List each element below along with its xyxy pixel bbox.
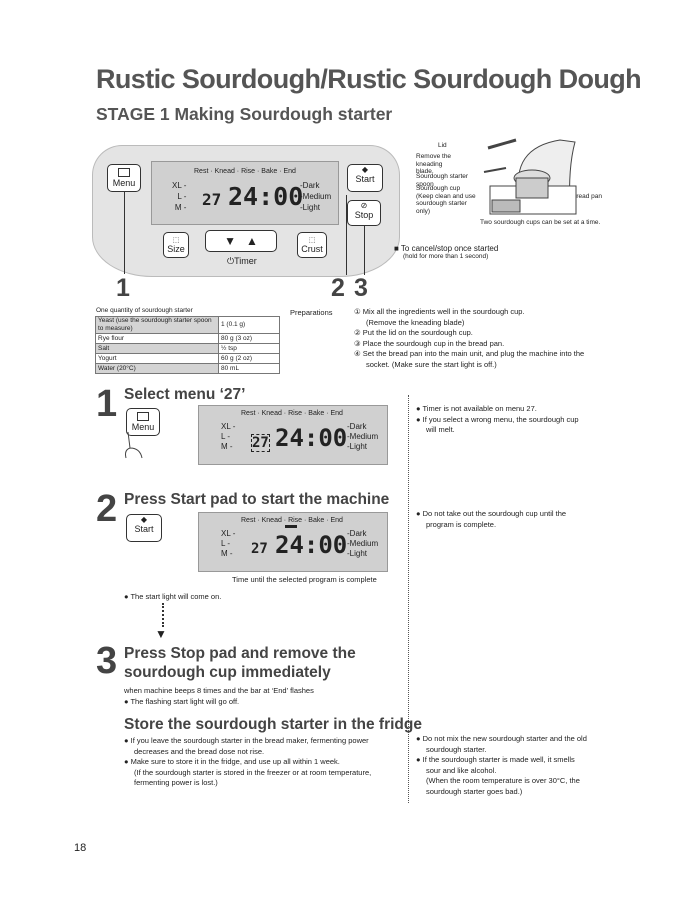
step-3-bullet: ● The flashing start light will go off. — [124, 697, 240, 706]
step-2-lcd: Rest · Knead · Rise · Bake · End XL -L -… — [198, 512, 388, 572]
step-1-heading: Select menu ‘27’ — [124, 386, 246, 403]
preparations-label: Preparations — [290, 308, 333, 317]
step-1-number: 1 — [96, 383, 118, 425]
stage-labels: Rest · Knead · Rise · Bake · End — [194, 168, 296, 175]
finger-icon — [125, 431, 143, 459]
time-display: 24:00 — [228, 182, 304, 211]
menu-number: 27 — [202, 190, 222, 209]
callout-1: 1 — [116, 274, 130, 302]
store-text: ● If you leave the sourdough starter in … — [124, 736, 372, 787]
book-icon — [118, 168, 130, 177]
down-arrow-icon: ▼ — [155, 627, 167, 641]
crust-labels: -Dark-Medium-Light — [300, 181, 332, 212]
ingredients-table: Yeast (use the sourdough starter spoon t… — [95, 316, 280, 374]
store-heading: Store the sourdough starter in the fridg… — [124, 716, 422, 733]
start-button[interactable]: ◆ Start — [347, 164, 383, 192]
crust-button[interactable]: ⬚Crust — [297, 232, 327, 258]
step-2-caption: Time until the selected program is compl… — [232, 575, 377, 584]
step-2-start-button: ◆Start — [126, 514, 162, 542]
bread-maker-illustration — [483, 138, 577, 215]
store-notes: ● Do not mix the new sourdough starter a… — [416, 734, 587, 796]
notes-divider — [408, 395, 409, 803]
callout-3: 3 — [354, 274, 368, 302]
timer-buttons[interactable]: ▼ ▲ — [205, 230, 277, 252]
start-icon: ◆ — [361, 165, 369, 174]
menu-button[interactable]: Menu — [107, 164, 141, 192]
step-3-sub: when machine beeps 8 times and the bar a… — [124, 686, 314, 695]
step-2-bullet: ● The start light will come on. — [124, 592, 222, 601]
step-2-number: 2 — [96, 488, 118, 530]
size-labels: XL -L -M - — [172, 181, 187, 212]
timer-label: ⏻Timer — [227, 256, 257, 266]
step-2-notes: ● Do not take out the sourdough cup unti… — [416, 509, 567, 529]
arrow-dots — [162, 603, 164, 627]
table-row: Water (20°C)80 mL — [95, 363, 280, 374]
step-1-lcd: Rest · Knead · Rise · Bake · End XL -L -… — [198, 405, 388, 465]
ingredients-heading: One quantity of sourdough starter — [96, 307, 193, 314]
callout-2: 2 — [331, 274, 345, 302]
page-number: 18 — [74, 842, 87, 854]
lcd-display: Rest · Knead · Rise · Bake · End XL -L -… — [151, 161, 339, 225]
step-2-heading: Press Start pad to start the machine — [124, 491, 390, 508]
step-3-number: 3 — [96, 640, 118, 682]
control-panel: Menu Rest · Knead · Rise · Bake · End XL… — [92, 145, 400, 277]
stop-icon: ⊘ — [360, 201, 368, 210]
size-button[interactable]: ⬚Size — [163, 232, 189, 258]
diagram-labels: Lid Remove the kneading blade. Sourdough… — [416, 142, 602, 226]
step-1-notes: ● Timer is not available on menu 27.● If… — [416, 404, 579, 434]
table-row: Yeast (use the sourdough starter spoon t… — [95, 316, 280, 334]
page-subtitle: STAGE 1 Making Sourdough starter — [96, 104, 393, 124]
step-1-menu-button: Menu — [126, 408, 160, 436]
page-title: Rustic Sourdough/Rustic Sourdough Dough — [96, 64, 642, 94]
cancel-note: ■ To cancel/stop once started (hold for … — [394, 244, 499, 260]
preparations-steps: ① Mix all the ingredients well in the so… — [354, 307, 585, 369]
stop-button[interactable]: ⊘ Stop — [347, 200, 381, 226]
